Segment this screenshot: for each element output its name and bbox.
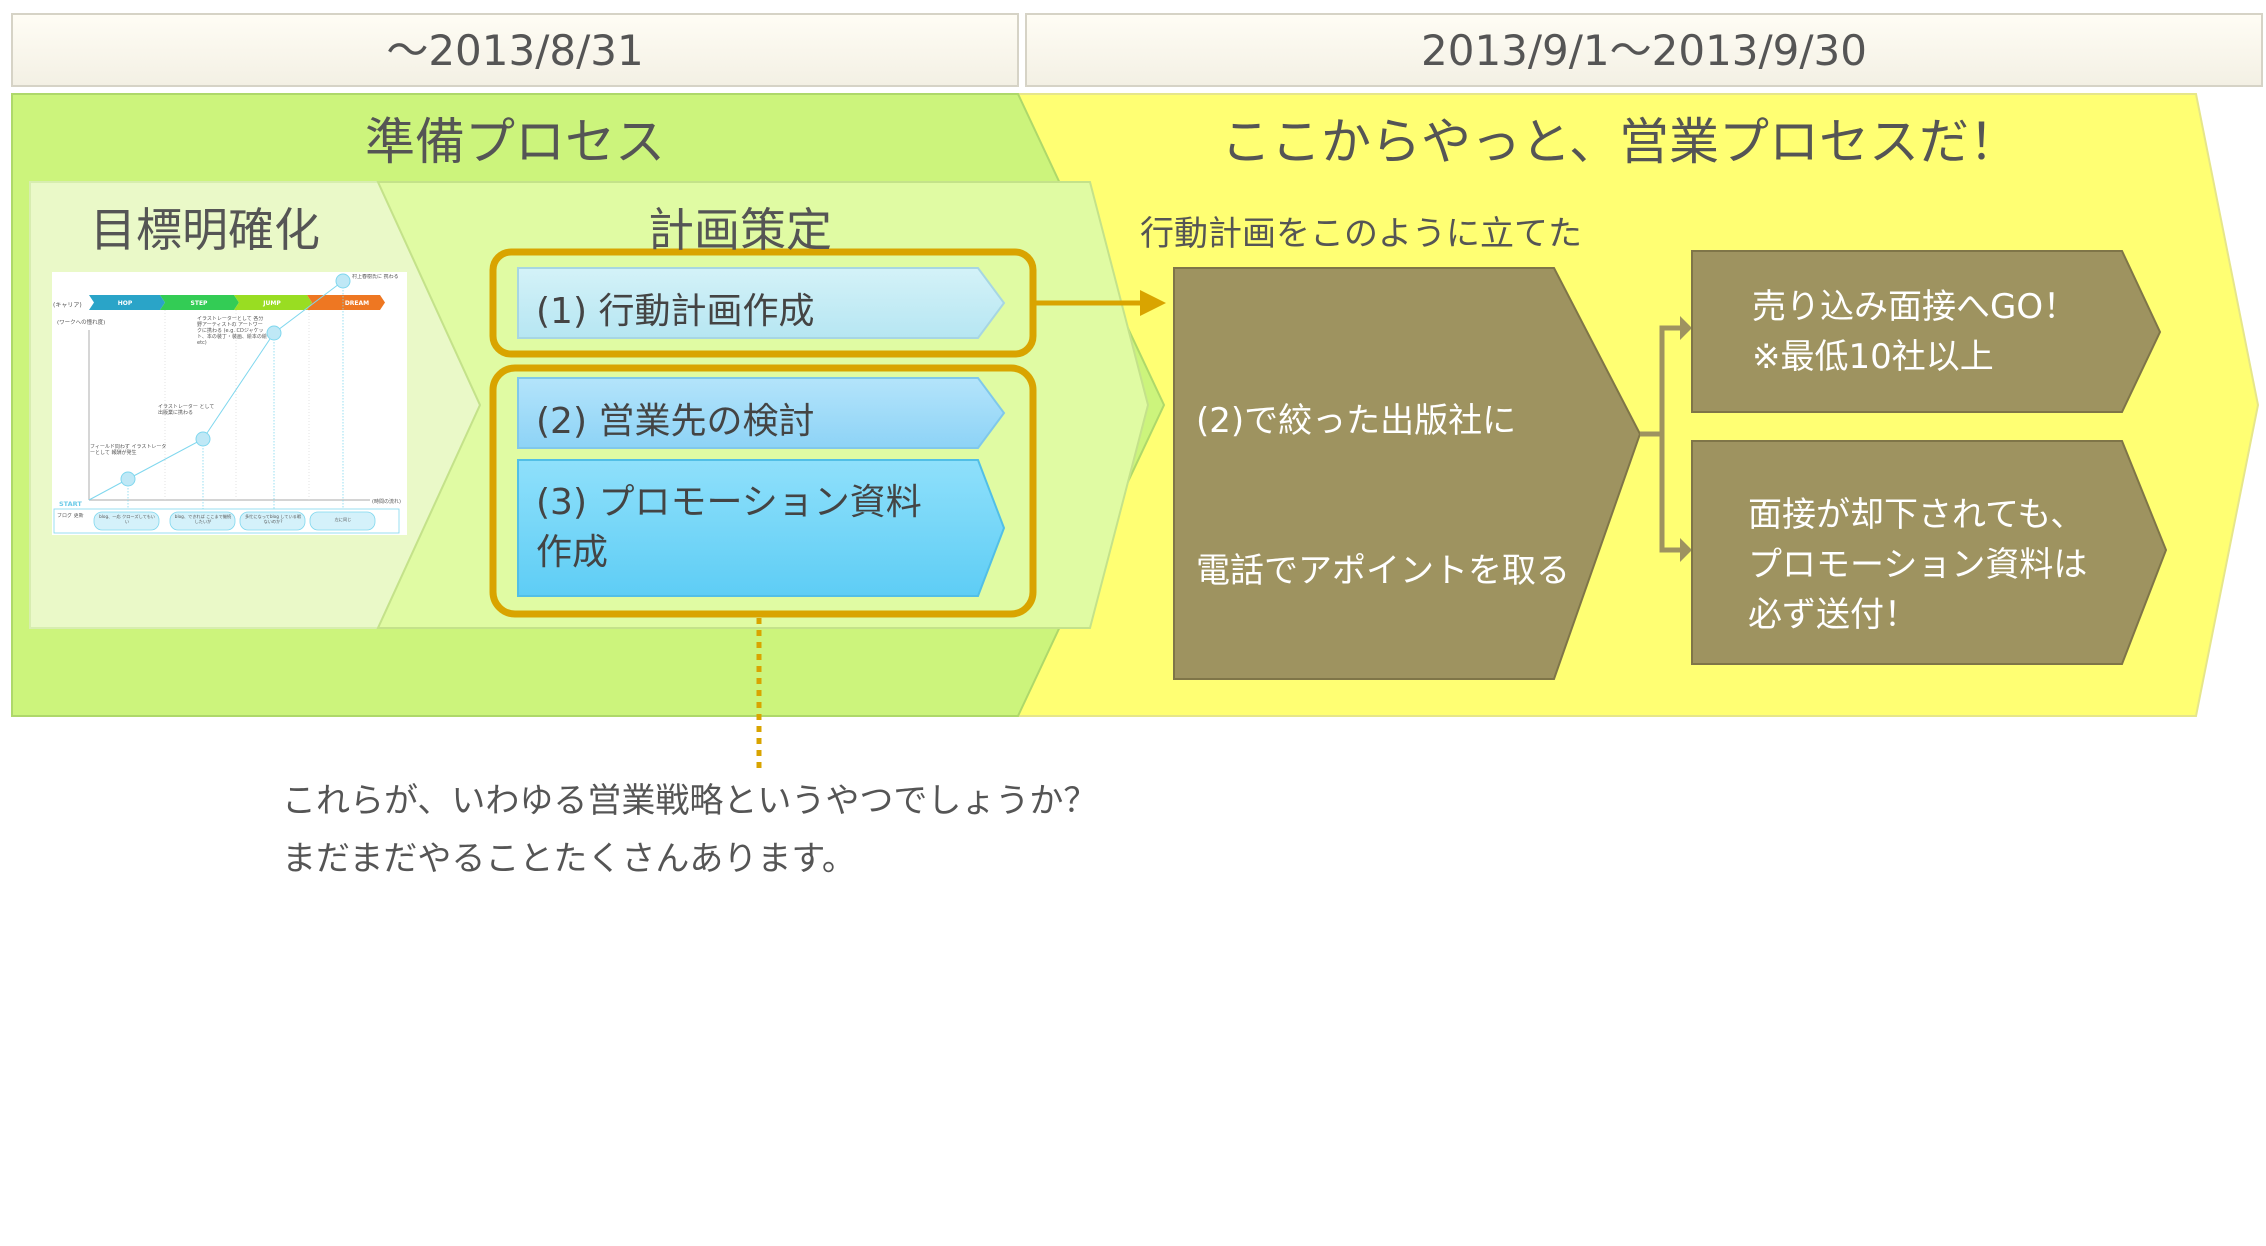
thumb-milestone-4: 村上春樹氏に 携わる xyxy=(352,274,399,280)
branch-top-box xyxy=(1691,250,2162,413)
thumb-phase-step xyxy=(160,295,239,310)
header-left-bg xyxy=(11,13,1019,87)
branch-bottom-arrowhead-icon xyxy=(1680,538,1692,562)
planning-title: 計画策定 xyxy=(648,203,832,257)
step2-arrow-shape xyxy=(517,377,1006,449)
main-action-pentagon xyxy=(1173,267,1642,680)
thumb-milestone-1: フィールド問わず イラストレーターとして 報酬が発生 xyxy=(90,444,167,456)
branch-bottom-box xyxy=(1691,440,2168,665)
branch-connector-vertical xyxy=(1659,325,1682,553)
thumb-blog-item: blog、一応 クローズしてもいい xyxy=(99,514,155,524)
thumb-milestone-point xyxy=(335,273,351,289)
thumb-phase-dream-label: DREAM xyxy=(345,300,369,307)
thumb-blog-label: ブログ 更新 xyxy=(57,513,84,519)
period-label-right: 2013/9/1～2013/9/30 xyxy=(1421,26,1867,75)
prep-process-title: 準備プロセス xyxy=(365,113,665,171)
career-roadmap-thumbnail: (キャリア) HOP STEP JUMP DREAM (ワークへの憧れ度) ST… xyxy=(52,272,407,535)
step3-arrow-shape xyxy=(517,459,1006,597)
thumb-phase-hop xyxy=(89,295,165,310)
thumb-phase-jump-label: JUMP xyxy=(262,300,281,307)
thumb-milestone-3: イラストレーターとして 各分野アーティストの アートワークに携わる (e.g. … xyxy=(197,316,267,346)
main-action-line: (2)で絞った出版社に xyxy=(1196,401,1517,441)
branch-top-line: 売り込み面接へGO！ xyxy=(1752,287,2078,327)
step1-label: (1) 行動計画作成 xyxy=(536,291,815,332)
thumb-x-label: (時間の流れ) xyxy=(372,498,401,505)
main-action-spacer xyxy=(1196,696,1570,746)
main-action-line: →まずは最低10社、 xyxy=(1196,851,1506,891)
thumb-milestone-point xyxy=(195,431,211,447)
branch-bottom-text: 面接が却下されても、 プロモーション資料は 必ず送付！ xyxy=(1748,490,2087,640)
thumb-phase-dream xyxy=(307,295,385,310)
branch-bottom-line: 面接が却下されても、 xyxy=(1748,495,2085,535)
step2-label: (2) 営業先の検討 xyxy=(536,401,815,442)
branch-top-line: ※最低10社以上 xyxy=(1752,337,1994,377)
thumb-milestone-2: イラストレーター として 出版業に携わる xyxy=(158,404,215,416)
thumb-milestone-point xyxy=(266,325,282,341)
main-action-text: (2)で絞った出版社に 電話でアポイントを取る →まずは最低10社、 直接面接の… xyxy=(1196,296,1570,1246)
diagram-background xyxy=(11,13,2263,770)
step1-arrow-shape xyxy=(517,267,1006,339)
strategy-note: これらが、いわゆる営業戦略というやつでしょうか？ まだまだやることたくさんありま… xyxy=(282,772,1097,888)
thumb-blog-item: 左に同じ xyxy=(334,517,352,522)
note-line-2: まだまだやることたくさんあります。 xyxy=(282,839,856,879)
branch-bottom-line: 必ず送付！ xyxy=(1748,595,1918,635)
thumb-y-label: (ワークへの憧れ度) xyxy=(57,318,105,326)
branch-top-text: 売り込み面接へGO！ ※最低10社以上 xyxy=(1752,282,2077,382)
header-right-bg xyxy=(1025,13,2263,87)
thumb-phase-jump xyxy=(234,295,312,310)
period-label-left: ～2013/8/31 xyxy=(386,26,644,75)
thumb-career-label: (キャリア) xyxy=(53,302,82,309)
goal-clarification-title: 目標明確化 xyxy=(90,203,320,257)
thumb-blog-item: blog、できれば ここまで継続したいが xyxy=(174,514,232,524)
thumb-phase-hop-label: HOP xyxy=(118,300,133,307)
thumb-milestone-point xyxy=(120,471,136,487)
branch-bottom-line: プロモーション資料は xyxy=(1748,545,2088,585)
connector-arrowhead-icon xyxy=(1140,290,1166,316)
main-action-line: 取り付けよう！ xyxy=(1196,1151,1468,1191)
note-line-1: これらが、いわゆる営業戦略というやつでしょうか？ xyxy=(282,781,1098,821)
step3-label: (3) プロモーション資料 作成 xyxy=(536,482,922,573)
sales-subtitle: 行動計画をこのように立てた xyxy=(1140,214,1582,254)
main-action-line: 電話でアポイントを取る xyxy=(1196,551,1570,591)
thumb-phase-step-label: STEP xyxy=(191,300,209,307)
thumb-start-label: START xyxy=(59,500,82,508)
steps-group-highlight-box xyxy=(489,364,1037,618)
thumb-blog-item: 多忙になってblog している暇ないのか? xyxy=(244,514,302,524)
main-action-line: 直接面接の機会を xyxy=(1196,1001,1502,1041)
branch-top-arrowhead-icon xyxy=(1680,316,1692,340)
sales-process-title: ここからやっと、営業プロセスだ！ xyxy=(1221,113,2019,171)
